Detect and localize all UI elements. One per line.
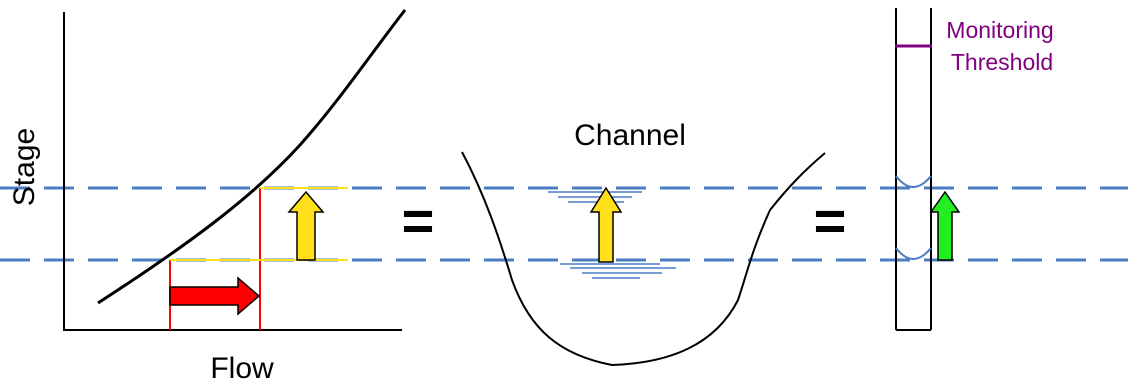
threshold-label-line2: Threshold: [951, 49, 1053, 75]
monitoring-well: Monitoring Threshold: [895, 8, 1054, 331]
x-axis-label: Flow: [210, 352, 274, 384]
equals-sign-1: =: [402, 189, 435, 252]
rating-curve-panel: Stage Flow: [8, 9, 407, 384]
y-axis-label: Stage: [8, 128, 41, 206]
lower-meniscus: [895, 247, 932, 260]
upper-meniscus: [895, 175, 932, 188]
channel-cross-section: [461, 151, 826, 367]
water-rise-arrow: [589, 186, 623, 263]
threshold-label-line1: Monitoring: [946, 17, 1053, 43]
channel-label: Channel: [574, 119, 686, 152]
y-axis: [63, 12, 402, 331]
rating-curve: [97, 9, 407, 305]
upper-water-ripples: [548, 191, 642, 203]
channel-panel: Channel: [461, 119, 826, 367]
flow-increase-arrow: [169, 276, 261, 316]
well-rise-arrow: [929, 190, 961, 261]
stage-increase-arrow: [287, 190, 325, 261]
lower-water-ripples: [560, 263, 676, 279]
equals-sign-2: =: [814, 189, 847, 252]
